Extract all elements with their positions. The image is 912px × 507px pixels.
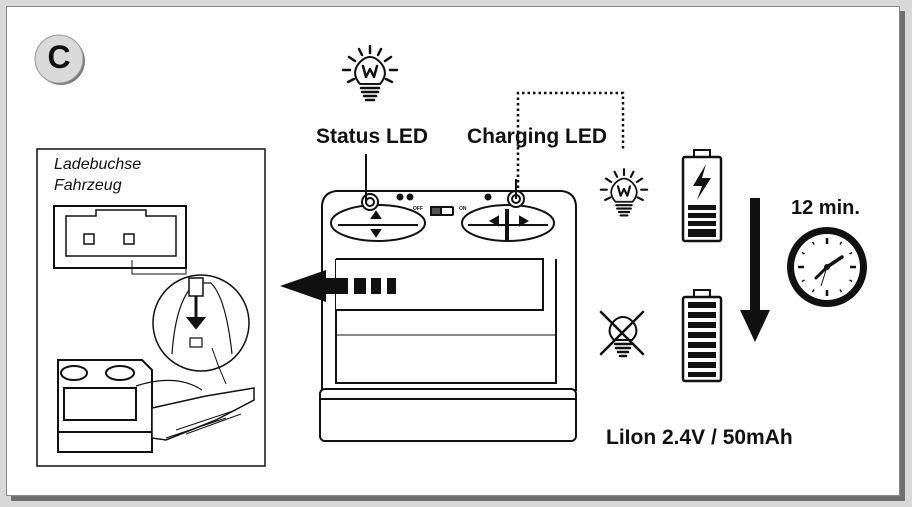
inset-label-line1: Ladebuchse [54,156,142,173]
switch-off-label: OFF [413,206,423,212]
charging-led-label: Charging LED [467,125,607,148]
step-letter: C [47,39,71,75]
battery-charging-icon [681,149,723,243]
charge-time-label: 12 min. [791,197,860,219]
charging-led-off-bulb-icon [599,310,645,358]
inset-box [36,148,266,467]
step-badge [34,34,85,85]
charger-device [319,154,577,442]
inset-label-line2: Fahrzeug [54,177,122,194]
switch-on-label: ON [459,206,467,212]
battery-spec-label: LiIon 2.4V / 50mAh [606,426,793,449]
charging-led-on-bulb-icon [599,168,649,217]
status-led-bulb-icon [341,44,399,102]
status-led-label: Status LED [316,125,429,148]
clock-icon [787,227,867,307]
arrow-down-icon [740,198,770,342]
insert-direction-arrow-icon [280,270,396,302]
battery-full-icon [681,289,723,383]
